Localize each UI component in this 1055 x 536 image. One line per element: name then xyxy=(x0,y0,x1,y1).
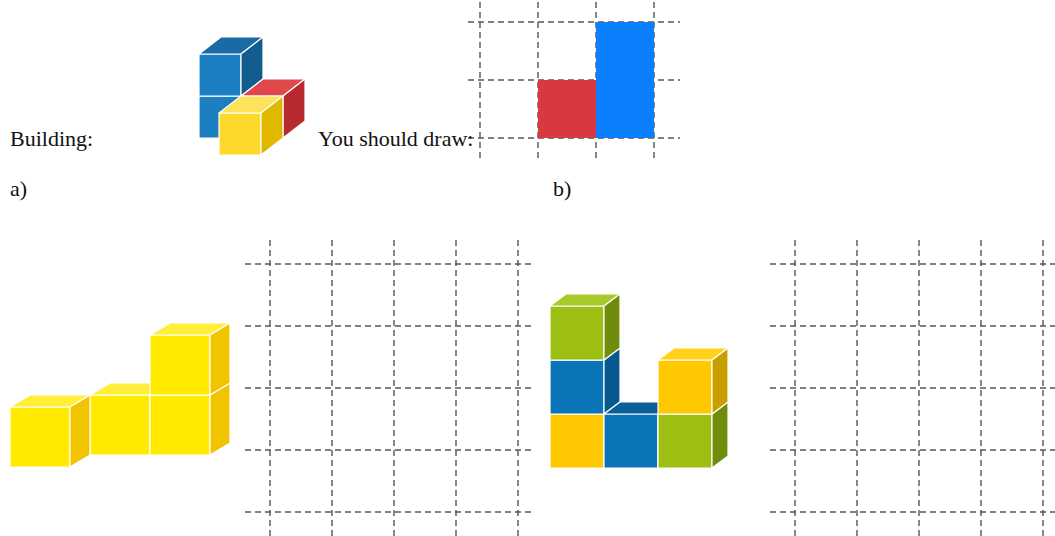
grid-line xyxy=(245,511,532,512)
cube-face xyxy=(199,54,241,96)
part-label: a) xyxy=(10,176,27,201)
cube-face xyxy=(550,306,604,360)
grid-line xyxy=(770,511,1055,512)
answer-grid xyxy=(245,240,532,536)
cube-face xyxy=(658,414,712,468)
building-b xyxy=(550,294,728,468)
cube-face xyxy=(219,113,261,155)
grid-line xyxy=(770,325,1055,326)
cube-face xyxy=(550,414,604,468)
cube-face xyxy=(10,407,70,467)
blue-column xyxy=(596,22,654,138)
building-a xyxy=(10,323,230,467)
grid-line xyxy=(770,263,1055,264)
caption-text: You should draw: xyxy=(318,126,473,151)
cube-face xyxy=(150,395,210,455)
answer-grid xyxy=(770,240,1055,536)
cube-face xyxy=(604,294,620,360)
cube-face xyxy=(658,360,712,414)
example-grid xyxy=(468,2,680,158)
grid-line xyxy=(393,240,394,536)
cube-face xyxy=(150,335,210,395)
cube-face xyxy=(90,395,150,455)
grid-line xyxy=(245,325,532,326)
cube-face xyxy=(210,323,230,395)
cube-face xyxy=(261,96,283,155)
cube-face xyxy=(550,360,604,414)
cube-face xyxy=(712,348,728,414)
grid-line xyxy=(245,263,532,264)
grid-line xyxy=(918,240,919,536)
grid-line xyxy=(331,240,332,536)
grid-line xyxy=(245,387,532,388)
cube-face xyxy=(604,414,658,468)
grid-line xyxy=(770,449,1055,450)
part-label: b) xyxy=(553,176,571,201)
example-building xyxy=(199,37,305,155)
red-square xyxy=(538,80,596,138)
cube-face xyxy=(283,79,305,138)
grid-line xyxy=(770,387,1055,388)
grid-line xyxy=(245,449,532,450)
caption-text: Building: xyxy=(10,126,93,151)
cube-face xyxy=(70,395,90,467)
grid-line xyxy=(856,240,857,536)
